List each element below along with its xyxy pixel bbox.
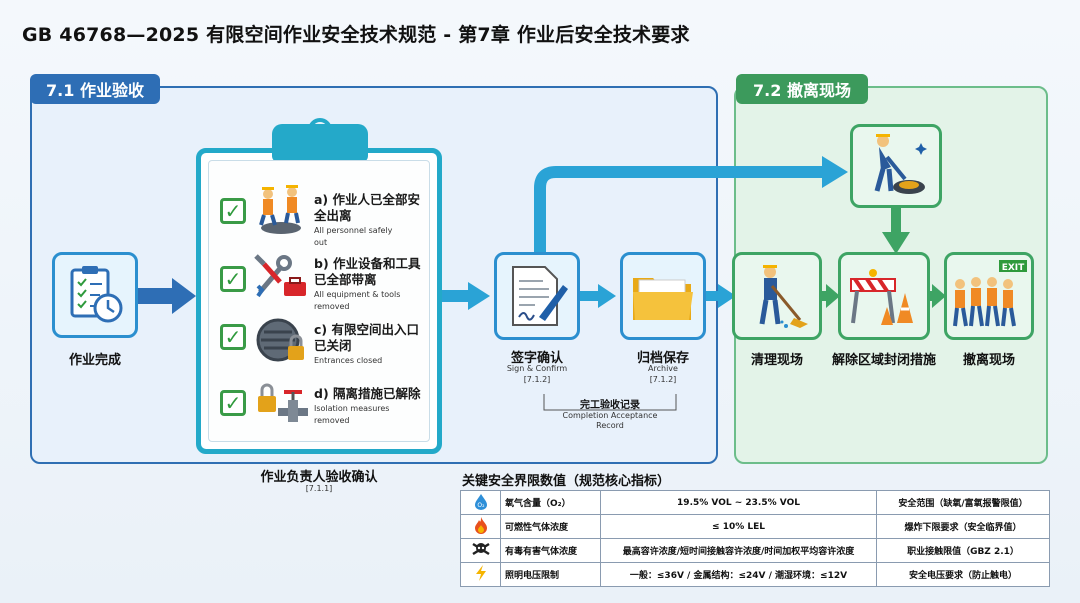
table-row: O₂ 氧气含量（O₂） 19.5% VOL ~ 23.5% VOL 安全范围（缺… — [460, 490, 1050, 515]
clean-site-label: 清理现场 — [750, 353, 803, 368]
skull-icon — [460, 538, 501, 563]
sign-confirm-label: 签字确认 — [510, 351, 563, 366]
evacuate-site-box: EXIT — [944, 252, 1034, 340]
oxygen-icon: O₂ — [460, 490, 501, 515]
acceptance-caption: 作业负责人验收确认 — [260, 470, 378, 485]
sign-confirm-box — [494, 252, 580, 340]
page-title: GB 46768—2025 有限空间作业安全技术规范 - 第7章 作业后安全技术… — [22, 24, 690, 46]
barricade-cones-icon — [850, 269, 913, 325]
archive-box — [620, 252, 706, 340]
checkbox-entrances-closed: ✓ — [220, 324, 246, 350]
lightning-icon — [460, 562, 501, 587]
sign-confirm-en: Sign & Confirm — [506, 364, 568, 373]
completion-record-note: 完工验收记录 Completion Acceptance Record — [562, 400, 658, 430]
table-row: 有毒有害气体浓度 最高容许浓度/短时间接触容许浓度/时间加权平均容许浓度 职业接… — [460, 538, 1050, 563]
unseal-area-label: 解除区域封闭措施 — [831, 353, 936, 368]
archive-ref: [7.1.2] — [649, 375, 677, 384]
manhole-lock-icon — [256, 318, 304, 362]
worker-closing-manhole-icon — [874, 134, 927, 194]
checklist-item-d: d) 隔离措施已解除 Isolation measures removed — [314, 386, 421, 425]
manhole-closing-box — [850, 124, 942, 208]
exit-sign: EXIT — [1002, 263, 1025, 273]
section-acceptance-label: 7.1 作业验收 — [30, 74, 160, 104]
safety-limits-title: 关键安全界限数值（规范核心指标） — [462, 474, 671, 489]
workers-exiting-icon — [259, 185, 301, 234]
valve-lock-icon — [258, 383, 308, 422]
checklist-clock-icon — [70, 266, 123, 323]
tools-icon — [254, 254, 306, 298]
checklist-item-c: c) 有限空间出入口 已关闭 Entrances closed — [314, 322, 419, 365]
table-row: 照明电压限制 一般：≤36V / 金属结构：≤24V / 潮湿环境：≤12V 安… — [460, 562, 1050, 587]
table-row: 可燃性气体浓度 ≤ 10% LEL 爆炸下限要求（安全临界值） — [460, 514, 1050, 539]
clipboard-clip — [272, 124, 368, 162]
work-complete-label: 作业完成 — [68, 353, 121, 368]
folder-icon — [633, 278, 693, 320]
svg-text:O₂: O₂ — [477, 502, 485, 509]
workers-leaving-icon: EXIT — [953, 260, 1027, 327]
checkbox-equipment-removed: ✓ — [220, 266, 246, 292]
checklist-item-a: a) 作业人已全部安 全出离 All personnel safely out — [314, 192, 421, 247]
worker-sweeping-icon — [759, 265, 808, 328]
acceptance-ref: [7.1.1] — [305, 484, 333, 493]
sign-confirm-ref: [7.1.2] — [523, 375, 551, 384]
checklist-item-b: b) 作业设备和工具 已全部带离 All equipment & tools r… — [314, 256, 421, 311]
document-pen-icon — [512, 266, 568, 326]
checkbox-personnel-out: ✓ — [220, 198, 246, 224]
evacuate-site-label: 撤离现场 — [962, 353, 1015, 368]
checkbox-isolation-removed: ✓ — [220, 390, 246, 416]
unseal-area-box — [838, 252, 930, 340]
archive-en: Archive — [648, 364, 678, 373]
archive-label: 归档保存 — [636, 351, 689, 366]
work-complete-box — [52, 252, 138, 338]
flame-icon — [460, 514, 501, 539]
section-evacuation-label: 7.2 撤离现场 — [736, 74, 868, 104]
clean-site-box — [732, 252, 822, 340]
safety-limits-table: O₂ 氧气含量（O₂） 19.5% VOL ~ 23.5% VOL 安全范围（缺… — [460, 490, 1050, 587]
